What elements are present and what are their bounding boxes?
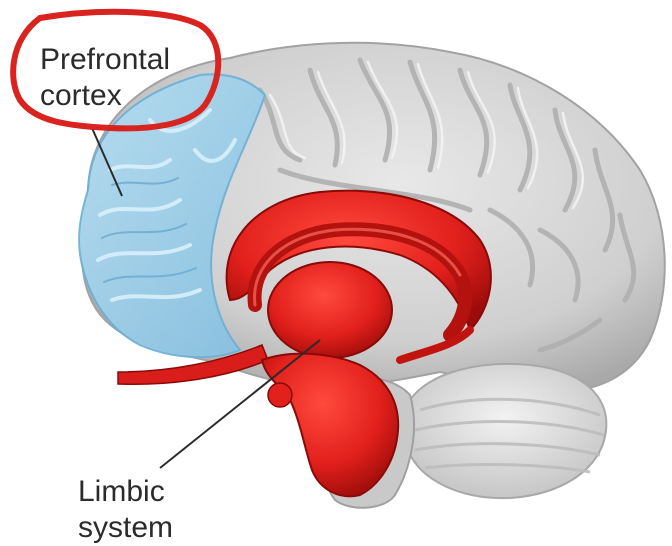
prefrontal-label-line1: Prefrontal [40, 42, 170, 78]
cerebellum [404, 364, 607, 498]
limbic-label-line2: system [78, 510, 173, 546]
limbic-system-label: Limbic system [78, 474, 173, 546]
prefrontal-cortex-label: Prefrontal cortex [40, 42, 170, 114]
limbic-label-line1: Limbic [78, 474, 173, 510]
prefrontal-label-line2: cortex [40, 78, 170, 114]
